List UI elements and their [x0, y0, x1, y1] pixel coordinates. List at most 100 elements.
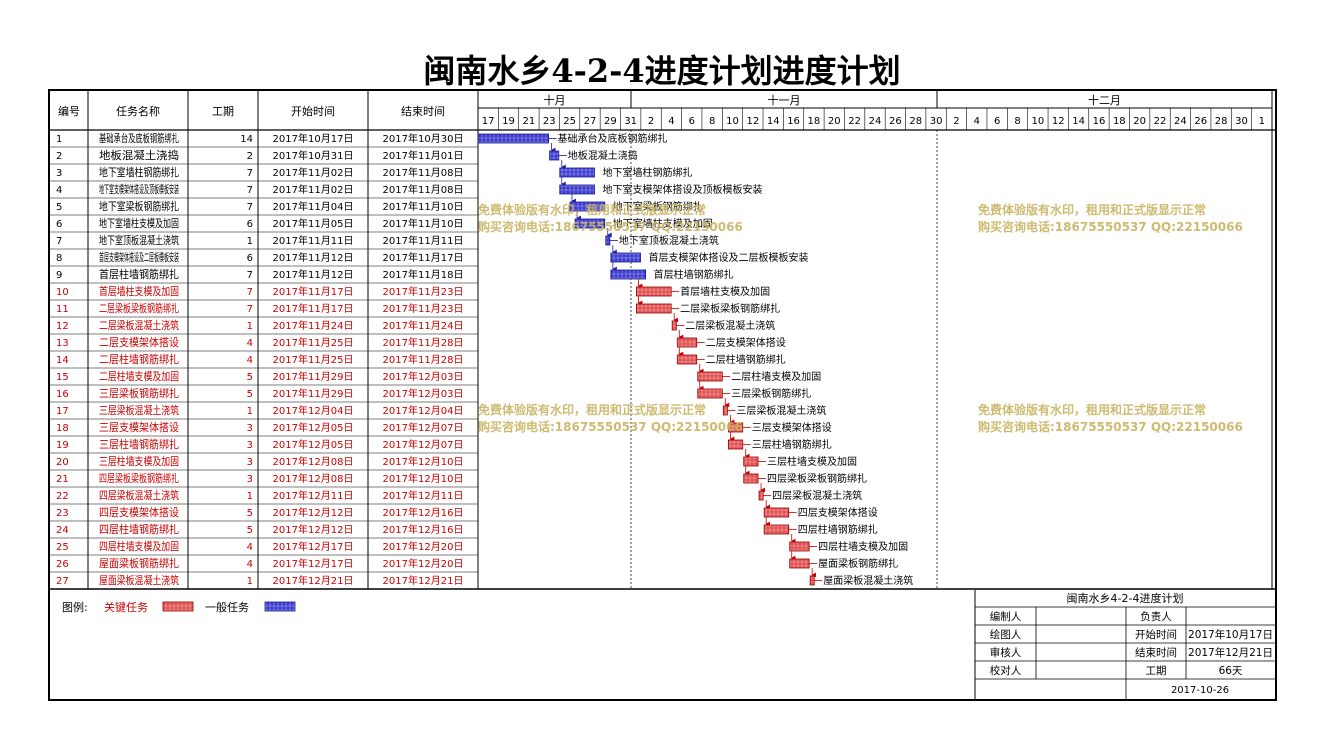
cell-end: 2017年11月24日	[383, 319, 464, 332]
day-label: 30	[1235, 116, 1248, 127]
month-label: 十二月	[1088, 93, 1121, 107]
gantt-bar	[676, 337, 698, 348]
day-label: 14	[1072, 116, 1085, 127]
cell-start: 2017年12月17日	[273, 540, 354, 553]
chart-frame	[48, 89, 1277, 701]
cell-name: 地下室墙柱支模及加固	[99, 216, 179, 230]
bar-label: 地下室墙柱支模及加固	[613, 217, 713, 230]
day-label: 18	[1113, 116, 1126, 127]
cell-duration: 7	[247, 270, 253, 281]
watermark-text: 购买咨询电话:18675550537 QQ:22150066	[478, 419, 743, 434]
month-label: 十一月	[768, 93, 801, 107]
day-label: 28	[1215, 116, 1228, 127]
cell-id: 15	[56, 372, 69, 383]
cell-name: 地下室墙柱钢筋绑扎	[99, 165, 179, 179]
cell-duration: 3	[247, 474, 253, 485]
day-label: 27	[584, 116, 597, 127]
cell-name: 三层支模架体搭设	[99, 420, 179, 434]
cell-end: 2017年12月03日	[383, 370, 464, 383]
gantt-bar	[743, 473, 759, 484]
cell-name: 屋面梁板钢筋绑扎	[99, 556, 179, 570]
cell-start: 2017年12月04日	[273, 404, 354, 417]
day-label: 24	[869, 116, 882, 127]
day-label: 4	[668, 116, 674, 127]
cell-start: 2017年11月25日	[273, 336, 354, 349]
cell-name: 屋面梁板混凝土浇筑	[99, 573, 179, 587]
cell-end: 2017年11月18日	[383, 268, 464, 281]
day-label: 18	[808, 116, 821, 127]
cell-id: 23	[56, 508, 69, 519]
cell-id: 13	[56, 338, 69, 349]
bar-label: 地下室支模架体搭设及顶板模板安装	[603, 183, 763, 196]
cell-name: 二层柱墙钢筋绑扎	[99, 352, 179, 366]
cell-id: 12	[56, 321, 69, 332]
gantt-bar	[789, 558, 810, 569]
cell-name: 地板混凝土浇捣	[99, 148, 179, 162]
bar-label: 四层梁板混凝土浇筑	[772, 489, 862, 502]
cell-duration: 5	[247, 525, 253, 536]
info-cell: 开始时间	[1135, 628, 1177, 641]
info-cell: 结束时间	[1135, 646, 1177, 659]
cell-duration: 1	[247, 236, 253, 247]
cell-end: 2017年10月30日	[383, 132, 464, 145]
gantt-bar	[574, 218, 606, 229]
watermark-text: 购买咨询电话:18675550537 QQ:22150066	[478, 219, 743, 234]
info-date: 2017-10-26	[1171, 685, 1229, 696]
cell-end: 2017年12月20日	[383, 540, 464, 553]
bar-label: 二层柱墙支模及加固	[731, 370, 821, 383]
day-label: 23	[543, 116, 556, 127]
day-label: 28	[909, 116, 922, 127]
cell-duration: 1	[247, 576, 253, 587]
gantt-bar	[697, 388, 723, 399]
cell-end: 2017年11月11日	[383, 234, 464, 247]
cell-end: 2017年12月16日	[383, 523, 464, 536]
cell-duration: 3	[247, 457, 253, 468]
legend-normal-label: 一般任务	[205, 601, 249, 614]
cell-start: 2017年12月08日	[273, 455, 354, 468]
day-label: 20	[828, 116, 841, 127]
cell-start: 2017年11月02日	[273, 166, 354, 179]
legend-critical-swatch	[162, 601, 194, 612]
cell-duration: 3	[247, 440, 253, 451]
cell-end: 2017年12月07日	[383, 438, 464, 451]
cell-duration: 4	[247, 559, 253, 570]
gantt-bar	[549, 150, 560, 161]
header-id: 编号	[58, 104, 80, 118]
legend-label: 图例:	[62, 600, 88, 614]
watermark-text: 购买咨询电话:18675550537 QQ:22150066	[978, 219, 1243, 234]
day-label: 24	[1174, 116, 1187, 127]
cell-duration: 6	[247, 253, 253, 264]
day-label: 21	[523, 116, 536, 127]
cell-start: 2017年11月11日	[273, 234, 354, 247]
bar-label: 三层柱墙支模及加固	[767, 455, 857, 468]
cell-id: 1	[56, 134, 62, 145]
cell-end: 2017年12月03日	[383, 387, 464, 400]
day-label: 8	[1014, 116, 1020, 127]
cell-name: 四层梁板混凝土浇筑	[99, 488, 179, 502]
cell-duration: 1	[247, 491, 253, 502]
cell-id: 8	[56, 253, 62, 264]
cell-duration: 4	[247, 542, 253, 553]
cell-name: 二层柱墙支模及加固	[99, 369, 179, 383]
cell-name: 三层梁板混凝土浇筑	[99, 403, 179, 417]
cell-duration: 6	[247, 219, 253, 230]
cell-id: 21	[56, 474, 69, 485]
day-label: 30	[930, 116, 943, 127]
info-cell: 校对人	[990, 664, 1022, 677]
cell-end: 2017年12月16日	[383, 506, 464, 519]
cell-start: 2017年12月08日	[273, 472, 354, 485]
day-label: 25	[563, 116, 576, 127]
cell-end: 2017年11月01日	[383, 149, 464, 162]
cell-end: 2017年11月08日	[383, 166, 464, 179]
cell-name: 四层梁板梁板钢筋绑扎	[99, 471, 179, 485]
cell-end: 2017年11月10日	[383, 200, 464, 213]
cell-id: 17	[56, 406, 69, 417]
day-label: 26	[1194, 116, 1207, 127]
info-cell: 绘图人	[990, 628, 1022, 641]
bar-label: 二层支模架体搭设	[706, 336, 786, 349]
cell-id: 14	[56, 355, 69, 366]
watermark-text: 免费体验版有水印，租用和正式版显示正常	[478, 202, 706, 217]
cell-start: 2017年11月12日	[273, 268, 354, 281]
cell-start: 2017年12月12日	[273, 523, 354, 536]
cell-id: 11	[56, 304, 69, 315]
